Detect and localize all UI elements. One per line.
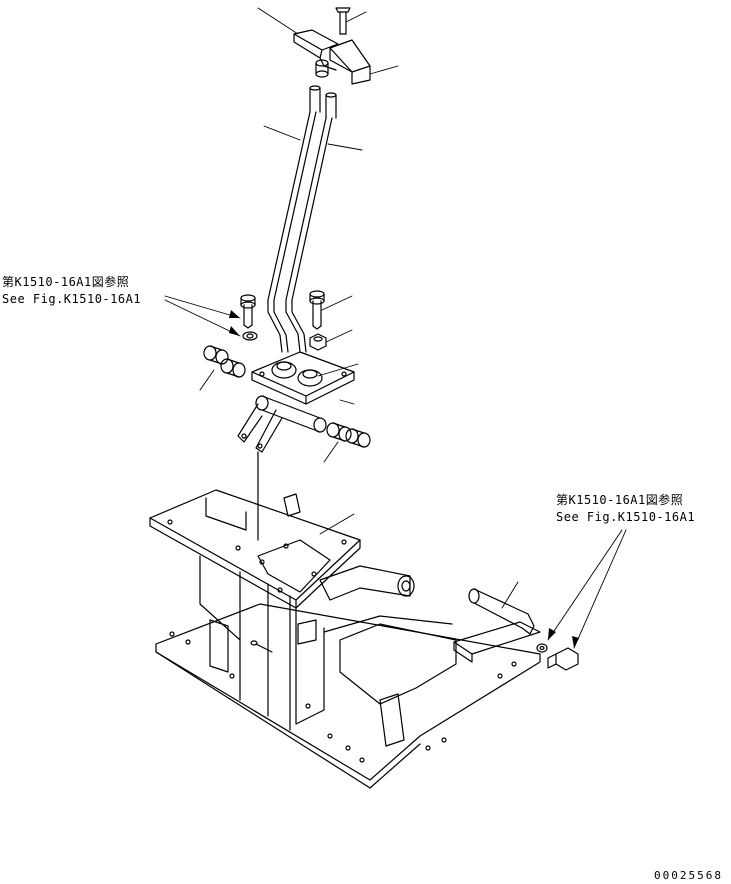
- lever-bracket: [238, 352, 354, 540]
- bolt-left: [241, 295, 255, 328]
- base-frame: [150, 490, 540, 788]
- leader-lines: [165, 8, 626, 648]
- arrowheads: [229, 310, 579, 648]
- cylinder-part: [469, 589, 534, 634]
- lever-handle-grip: [294, 8, 370, 84]
- reference-note-left-jp: 第K1510-16A1図参照: [2, 275, 130, 289]
- reference-note-left-en: See Fig.K1510-16A1: [2, 292, 142, 306]
- bushings-right: [327, 423, 370, 447]
- reference-note-right-en: See Fig.K1510-16A1: [556, 510, 696, 524]
- lever-rods: [268, 86, 336, 352]
- washer-left: [243, 332, 257, 340]
- nut-right: [310, 334, 326, 350]
- reference-note-right-jp: 第K1510-16A1図参照: [556, 493, 684, 507]
- washer-bolt-right: [537, 644, 578, 670]
- document-number: 00025568: [654, 869, 723, 882]
- bolt-right: [310, 291, 324, 329]
- bushings-left: [204, 346, 245, 377]
- right-pad: [454, 622, 540, 662]
